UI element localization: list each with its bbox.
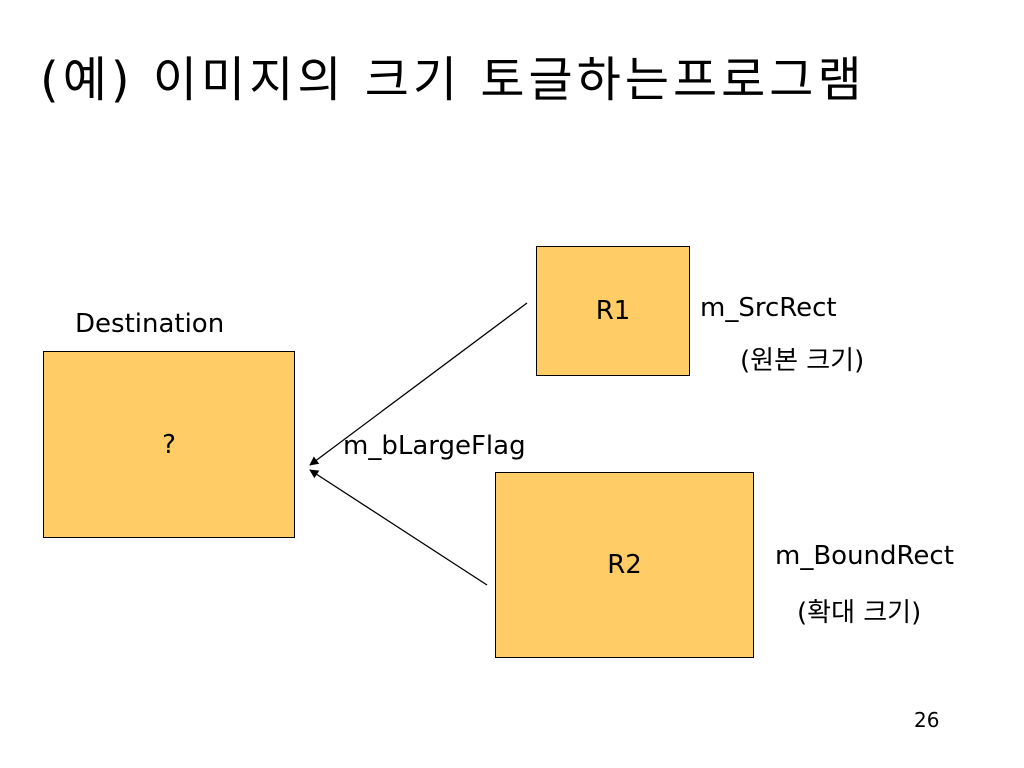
r2-name-label: m_BoundRect: [775, 541, 954, 571]
r1-content: R1: [595, 296, 631, 326]
r1-name-label: m_SrcRect: [700, 293, 837, 323]
r1-box: R1: [536, 246, 690, 376]
r2-box: R2: [495, 472, 754, 658]
r1-note-label: (원본 크기): [740, 346, 865, 376]
page-number: 26: [914, 708, 940, 732]
destination-box: ?: [43, 351, 295, 538]
arrow-r2-to-destination: [309, 469, 488, 586]
slide-title: (예) 이미지의 크기 토글하는프로그램: [40, 52, 866, 108]
destination-content: ?: [162, 429, 176, 460]
flag-label: m_bLargeFlag: [343, 431, 526, 461]
r2-note-label: (확대 크기): [797, 598, 922, 628]
r2-content: R2: [607, 550, 642, 580]
destination-label: Destination: [75, 309, 225, 339]
